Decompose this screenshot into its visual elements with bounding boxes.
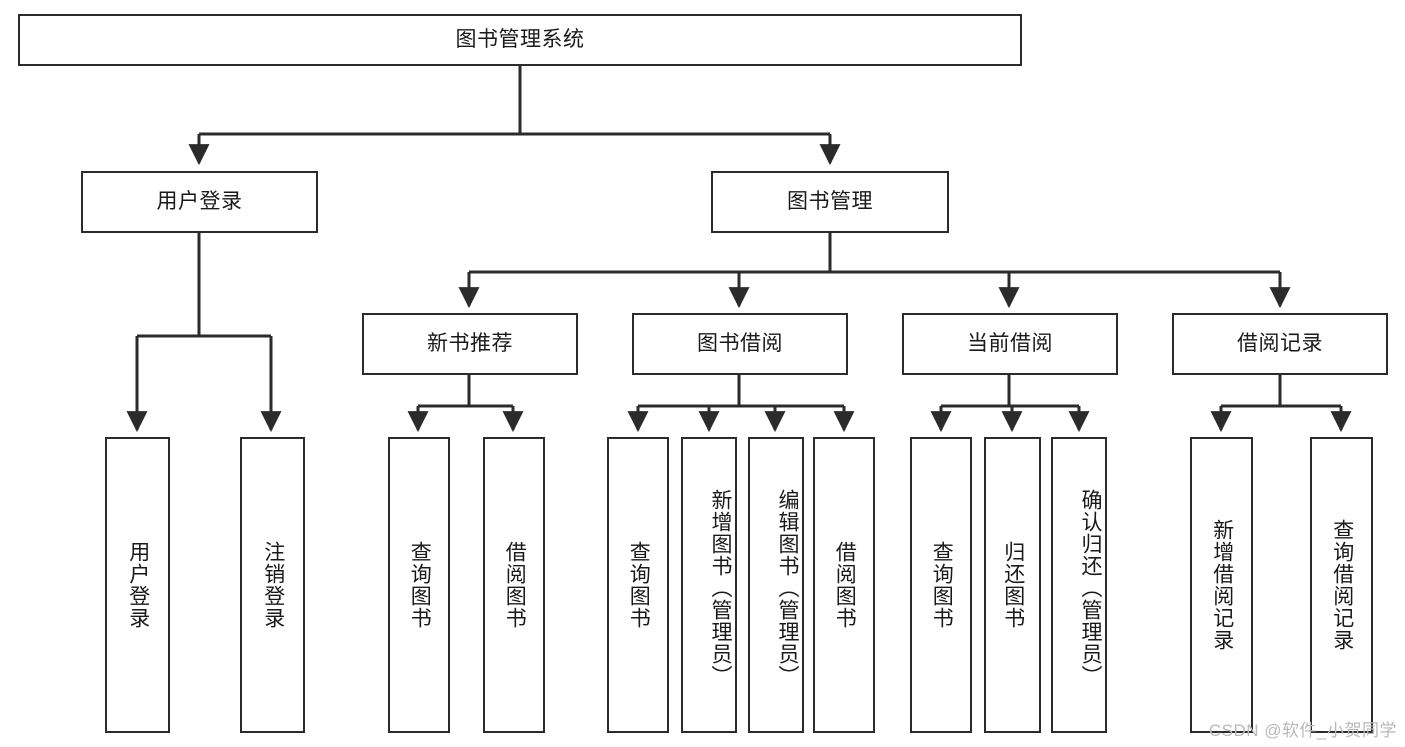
leaf-query-book-current[interactable]: 查询图书	[910, 437, 972, 733]
node-current-borrow[interactable]: 当前借阅	[902, 313, 1118, 375]
leaf-logout[interactable]: 注销登录	[240, 437, 305, 733]
leaf-borrow-book-recommend[interactable]: 借阅图书	[483, 437, 545, 733]
leaf-add-borrow-record[interactable]: 新增借阅记录	[1190, 437, 1253, 733]
leaf-user-login[interactable]: 用户登录	[105, 437, 170, 733]
leaf-query-book-borrow[interactable]: 查询图书	[607, 437, 669, 733]
node-borrow-record[interactable]: 借阅记录	[1172, 313, 1388, 375]
node-book-borrow[interactable]: 图书借阅	[632, 313, 848, 375]
node-new-book-recommend[interactable]: 新书推荐	[362, 313, 578, 375]
leaf-add-book[interactable]: 新增图书（管理员）	[681, 437, 737, 733]
leaf-query-borrow-record[interactable]: 查询借阅记录	[1310, 437, 1373, 733]
node-user-login[interactable]: 用户登录	[81, 171, 318, 233]
leaf-borrow-book[interactable]: 借阅图书	[813, 437, 875, 733]
watermark-text: CSDN @软件_小贺同学	[1208, 721, 1397, 740]
leaf-confirm-return[interactable]: 确认归还（管理员）	[1051, 437, 1107, 733]
node-book-manage[interactable]: 图书管理	[711, 171, 949, 233]
leaf-return-book[interactable]: 归还图书	[984, 437, 1041, 733]
leaf-query-book-recommend[interactable]: 查询图书	[388, 437, 450, 733]
node-root[interactable]: 图书管理系统	[18, 14, 1022, 66]
leaf-edit-book[interactable]: 编辑图书（管理员）	[748, 437, 804, 733]
